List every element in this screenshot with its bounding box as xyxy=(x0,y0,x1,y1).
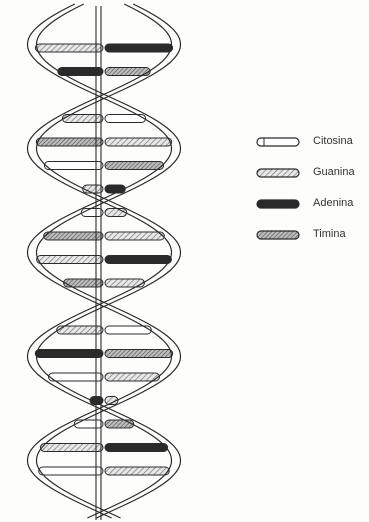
cytosine-base xyxy=(74,420,103,428)
thymine-base xyxy=(44,232,103,240)
base-pair xyxy=(35,44,172,52)
legend: Citosina Guanina Adenina Timina xyxy=(256,132,368,256)
legend-item-cytosine: Citosina xyxy=(256,132,368,163)
adenine-base xyxy=(105,185,125,193)
guanine-swatch-icon xyxy=(256,168,300,178)
base-pair xyxy=(44,232,165,240)
base-pair xyxy=(90,397,118,405)
legend-label: Guanina xyxy=(313,163,355,181)
base-pair xyxy=(49,373,160,381)
guanine-base xyxy=(35,44,103,52)
adenine-base xyxy=(105,256,171,264)
base-pair xyxy=(39,467,170,475)
guanine-base xyxy=(105,138,172,146)
guanine-base xyxy=(105,209,127,217)
base-pair xyxy=(44,162,163,170)
thymine-base xyxy=(105,162,164,170)
cytosine-base xyxy=(39,467,103,475)
legend-label: Adenina xyxy=(313,194,353,212)
base-pair xyxy=(40,444,167,452)
guanine-base xyxy=(40,444,103,452)
legend-item-adenine: Adenina xyxy=(256,194,368,225)
base-pair xyxy=(62,115,145,123)
base-pair xyxy=(37,256,172,264)
guanine-base xyxy=(105,373,160,381)
adenine-base xyxy=(105,444,168,452)
thymine-base xyxy=(36,138,103,146)
base-pair xyxy=(57,326,152,334)
adenine-swatch-icon xyxy=(256,199,300,209)
base-pair xyxy=(36,138,171,146)
base-pair xyxy=(58,68,150,76)
cytosine-base xyxy=(81,209,103,217)
legend-label: Citosina xyxy=(313,132,353,150)
guanine-base xyxy=(105,467,169,475)
adenine-base xyxy=(35,350,103,358)
legend-item-guanine: Guanina xyxy=(256,163,368,194)
thymine-base xyxy=(105,420,134,428)
guanine-base xyxy=(37,256,103,264)
thymine-swatch-icon xyxy=(256,230,300,240)
base-pair xyxy=(74,420,133,428)
guanine-base xyxy=(105,232,164,240)
base-pair xyxy=(64,279,145,287)
thymine-base xyxy=(105,350,173,358)
cytosine-base xyxy=(49,373,104,381)
guanine-base xyxy=(83,185,103,193)
base-pair xyxy=(35,350,172,358)
cytosine-swatch-icon xyxy=(256,137,300,147)
legend-label: Timina xyxy=(313,225,346,243)
cytosine-base xyxy=(44,162,103,170)
legend-item-thymine: Timina xyxy=(256,225,368,256)
adenine-base xyxy=(105,44,173,52)
